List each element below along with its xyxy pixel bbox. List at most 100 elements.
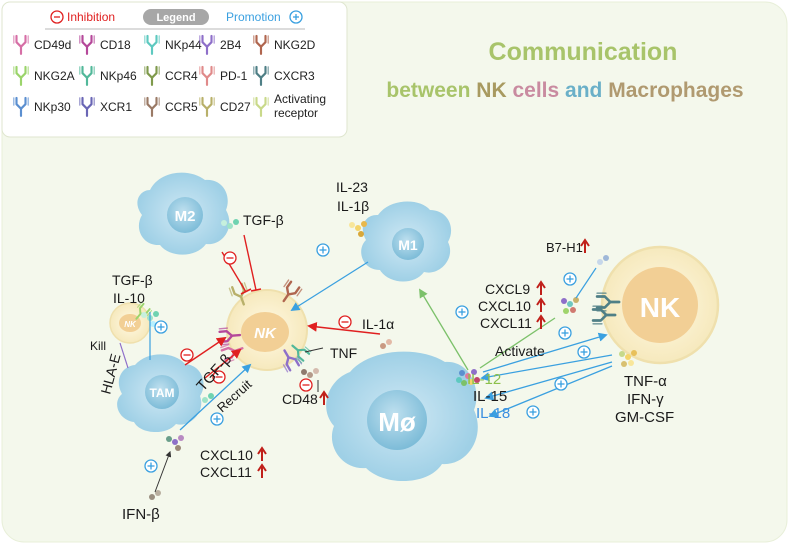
activate-label: Activate	[495, 343, 545, 359]
legend-receptor-cd49d-icon	[13, 34, 29, 55]
mo-cytokine-dots	[456, 369, 480, 386]
nk-cell-small: NK	[109, 302, 151, 344]
macrophage-mo: Mø	[326, 351, 478, 482]
legend-item-label: NKG2A	[34, 69, 75, 83]
activate-arrow	[482, 332, 608, 373]
il10-label: IL-10	[113, 290, 145, 306]
legend-title-badge	[143, 9, 209, 25]
legend-item-label: PD-1	[220, 69, 248, 83]
legend-receptor-nkg2d-icon	[253, 34, 269, 55]
legend-receptor-activating-receptor-icon	[253, 96, 269, 117]
legend-receptor-pd-1-icon	[199, 65, 215, 86]
inhibition-sign-icon	[212, 370, 226, 384]
legend-receptor-ccr4-icon	[144, 65, 160, 86]
inhibition-legend-icon	[50, 10, 64, 24]
legend-item-label: NKp44	[165, 38, 202, 52]
promotion-sign-icon	[316, 243, 330, 257]
legend-receptor-nkg2a-icon	[13, 65, 29, 86]
kill-label: Kill	[90, 339, 106, 353]
m2-inhibit-line-2	[243, 234, 257, 291]
recruit-arrow	[179, 363, 252, 431]
b7h1-line	[575, 267, 597, 299]
nk-cytokine-dots	[619, 350, 637, 367]
ifng-label: IFN-γ	[627, 391, 664, 408]
legend-item-label: XCR1	[100, 100, 132, 114]
tgfb-left-label: TGF-β	[112, 272, 153, 288]
promotion-sign-icon	[577, 345, 591, 359]
cxcl10-bottom-label: CXCL10	[200, 447, 253, 463]
hlae-line	[119, 342, 129, 369]
mo-to-cxcl-line	[479, 317, 556, 369]
promotion-sign-icon	[154, 320, 168, 334]
legend-promotion-label: Promotion	[226, 10, 281, 24]
legend-item-label: CD27	[220, 100, 251, 114]
legend-item-label: 2B4	[220, 38, 242, 52]
m1-macrophage: M1	[361, 201, 452, 282]
legend-item-label: NKp30	[34, 100, 71, 114]
m1-promote-arrow	[290, 261, 369, 311]
inhibition-sign-icon	[299, 378, 313, 392]
tgfb-top-label: TGF-β	[243, 212, 284, 228]
cxcl9-label: CXCL9	[485, 281, 530, 297]
tam-label: TAM	[149, 386, 174, 400]
nk-big-label: NK	[640, 292, 680, 323]
tam-tgfb-dots	[202, 393, 214, 403]
tnf-line	[304, 347, 324, 353]
mo-label: Mø	[378, 407, 416, 437]
molecule-dots	[141, 219, 637, 500]
cxcl10-right-label: CXCL10	[478, 298, 531, 314]
legend-receptor-cxcr3-icon	[253, 65, 269, 86]
legend-receptor-ccr5-icon	[144, 96, 160, 117]
cxcl-bottom-dots	[166, 435, 184, 451]
il23-label: IL-23	[336, 179, 368, 195]
legend-item-label: CD18	[100, 38, 131, 52]
diagram-labels: TGF-β IL-23 IL-1β TGF-β IL-10 Kill HLA-E…	[90, 179, 674, 523]
upregulation-arrow-icon	[319, 390, 329, 405]
cxcl-right-dots	[561, 297, 579, 314]
legend-item-label: CCR5	[165, 100, 198, 114]
legend-receptor-cd18-icon	[79, 34, 95, 55]
cytokine-arrow-2	[484, 361, 613, 401]
tgfb-top-dots	[221, 219, 239, 229]
promotion-sign-icon	[558, 326, 572, 340]
m2-label: M2	[175, 208, 196, 225]
title-line2: between NK cells and Macrophages	[386, 79, 743, 102]
legend-item-label: NKp46	[100, 69, 137, 83]
gmcsf-label: GM-CSF	[615, 409, 674, 426]
promotion-sign-icon	[455, 305, 469, 319]
tam-macrophage: TAM	[117, 354, 204, 433]
tnfa-label: TNF-α	[624, 373, 667, 390]
m1-label: M1	[398, 237, 418, 253]
signal-signs	[144, 243, 591, 473]
nk-center-label: NK	[254, 325, 277, 342]
il1a-inhibit-arrow	[307, 322, 381, 335]
cytokine-arrow-1	[480, 354, 613, 382]
nk-cell-center: NK	[226, 289, 308, 371]
b7h1-label: B7-H1	[546, 240, 583, 255]
promotion-sign-icon	[554, 377, 568, 391]
legend-item-label: CCR4	[165, 69, 198, 83]
cytokine-arrow-3	[488, 365, 613, 418]
receptor-nkg2d-icon	[282, 279, 303, 303]
promotion-sign-icon	[210, 412, 224, 426]
ifnb-arrow	[154, 450, 172, 493]
legend-receptor-nkp30-icon	[13, 96, 29, 117]
upregulation-arrow-icon	[536, 297, 546, 312]
legend-receptor-nkp44-icon	[144, 34, 160, 55]
upregulation-arrow-icon	[536, 314, 546, 329]
inhibition-sign-icon	[338, 315, 352, 329]
il18-label: IL-18	[476, 405, 510, 422]
legend-receptor-xcr1-icon	[79, 96, 95, 117]
upregulation-arrow-icon	[257, 463, 267, 478]
upregulation-arrow-icon	[536, 280, 546, 295]
il1a-label: IL-1α	[362, 316, 394, 332]
cxcl11-bottom-label: CXCL11	[200, 464, 252, 480]
inhibition-sign-icon	[180, 348, 194, 362]
receptor-cxcr3-icon	[591, 305, 617, 325]
legend-item-label: receptor	[274, 106, 318, 120]
tam-inhibit-arrow-2	[204, 348, 242, 379]
upregulation-arrow-icon	[580, 238, 590, 253]
legend-receptor-cd27-icon	[199, 96, 215, 117]
